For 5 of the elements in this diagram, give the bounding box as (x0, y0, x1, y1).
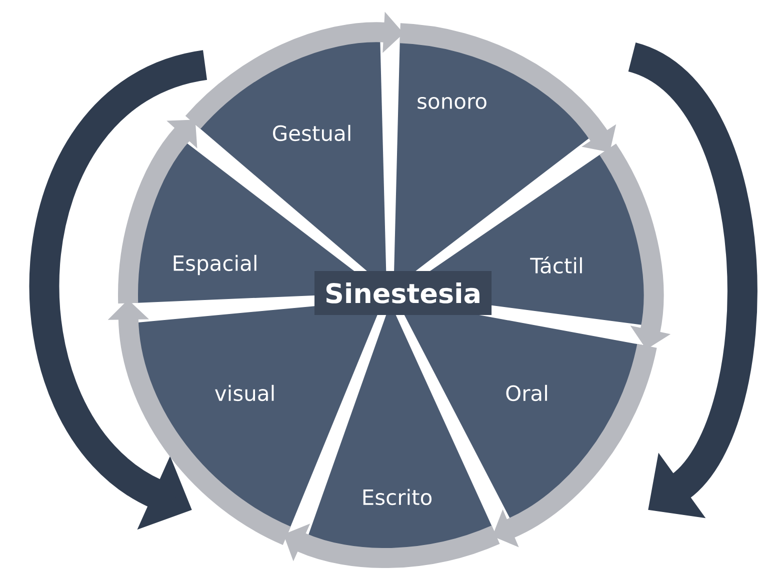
pie-sector: Escrito (306, 302, 496, 557)
node-label: visual (215, 384, 274, 402)
title-box: Sinestesia (314, 270, 492, 315)
node-label: Táctil (530, 256, 582, 274)
node-label: Oral (506, 384, 547, 402)
